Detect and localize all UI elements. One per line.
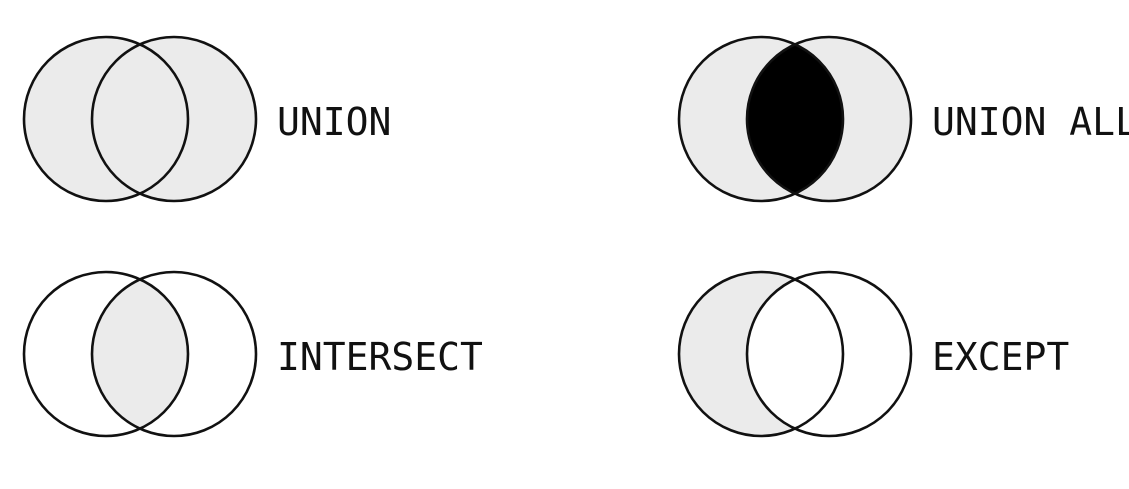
venn-intersect-right-only-region	[140, 272, 256, 436]
venn-intersect-overlap-region	[92, 279, 188, 429]
venn-except: EXCEPT	[677, 270, 1069, 438]
venn-intersect-label: INTERSECT	[277, 335, 483, 379]
venn-union-all-right-only-region	[795, 37, 911, 201]
venn-union-overlap-region	[92, 44, 188, 194]
venn-intersect-left-only-region	[23, 272, 140, 436]
venn-union-left-circle	[22, 35, 190, 203]
venn-union-all-left-circle	[677, 35, 845, 203]
venn-union-label: UNION	[277, 100, 391, 144]
venn-union-all-label: UNION ALL	[932, 100, 1129, 144]
venn-intersect: INTERSECT	[22, 270, 483, 438]
venn-except-right-circle	[745, 270, 913, 438]
venn-union-left-only-region	[23, 36, 140, 202]
venn-union-all: UNION ALL	[677, 35, 1129, 203]
venn-except-left-only-region	[679, 272, 795, 436]
venn-except-label: EXCEPT	[932, 335, 1069, 379]
venn-union-all-left-only-region	[679, 36, 795, 202]
venn-except-overlap-region	[747, 279, 843, 429]
venn-union-all-right-circle	[745, 35, 913, 203]
venn-union-right-only-region	[140, 37, 256, 201]
venn-intersect-left-circle	[22, 270, 190, 438]
venn-union-right-circle	[90, 35, 258, 203]
venn-except-left-circle	[677, 270, 845, 438]
venn-except-right-only-region	[795, 272, 911, 436]
venn-intersect-right-circle	[90, 270, 258, 438]
venn-union: UNION	[22, 35, 391, 203]
venn-union-all-overlap-region	[747, 44, 843, 194]
